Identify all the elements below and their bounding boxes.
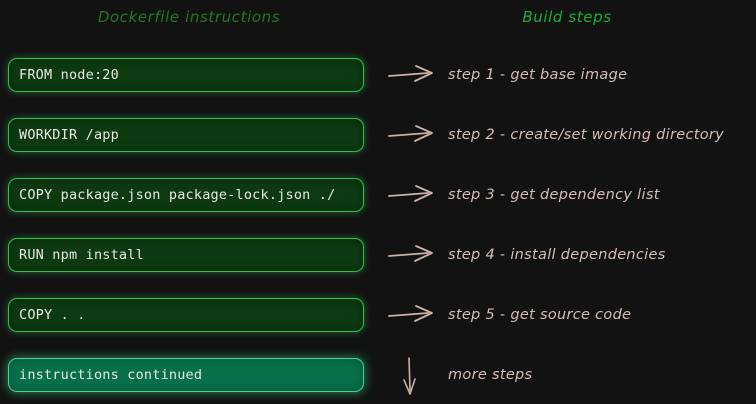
dockerfile-instruction-box[interactable]: COPY package.json package-lock.json ./ [8,178,364,212]
build-step-label: step 4 - install dependencies [448,247,666,263]
down-arrow-icon [398,356,424,402]
build-step-label: step 2 - create/set working directory [448,127,725,143]
dockerfile-instruction-box[interactable]: RUN npm install [8,238,364,272]
dockerfile-instruction-box[interactable]: COPY . . [8,298,364,332]
build-step-label: more steps [448,367,533,383]
diagram-row: FROM node:20 step 1 - get base image [0,58,756,104]
dockerfile-instruction-box[interactable]: instructions continued [8,358,364,392]
dockerfile-instruction-text: COPY package.json package-lock.json ./ [19,187,336,203]
dockerfile-instruction-box[interactable]: FROM node:20 [8,58,364,92]
diagram-row: COPY package.json package-lock.json ./ s… [0,178,756,224]
diagram-row: COPY . . step 5 - get source code [0,298,756,344]
diagram-row: instructions continued more steps [0,356,756,404]
dockerfile-instruction-text: FROM node:20 [19,67,119,83]
dockerfile-instruction-text: WORKDIR /app [19,127,119,143]
right-arrow-icon [388,182,440,212]
right-arrow-icon [388,62,440,92]
build-step-label: step 5 - get source code [448,307,632,323]
dockerfile-instruction-box[interactable]: WORKDIR /app [8,118,364,152]
diagram-row: RUN npm install step 4 - install depende… [0,238,756,284]
right-arrow-icon [388,242,440,272]
dockerfile-instruction-text: instructions continued [19,367,203,383]
diagram-row: WORKDIR /app step 2 - create/set working… [0,118,756,164]
dockerfile-instruction-text: RUN npm install [19,247,144,263]
build-step-label: step 3 - get dependency list [448,187,660,203]
dockerfile-instruction-text: COPY . . [19,307,86,323]
right-arrow-icon [388,122,440,152]
build-step-label: step 1 - get base image [448,67,628,83]
column-heading-dockerfile: Dockerfile instructions [97,8,281,26]
right-arrow-icon [388,302,440,332]
column-heading-build-steps: Build steps [522,8,612,26]
